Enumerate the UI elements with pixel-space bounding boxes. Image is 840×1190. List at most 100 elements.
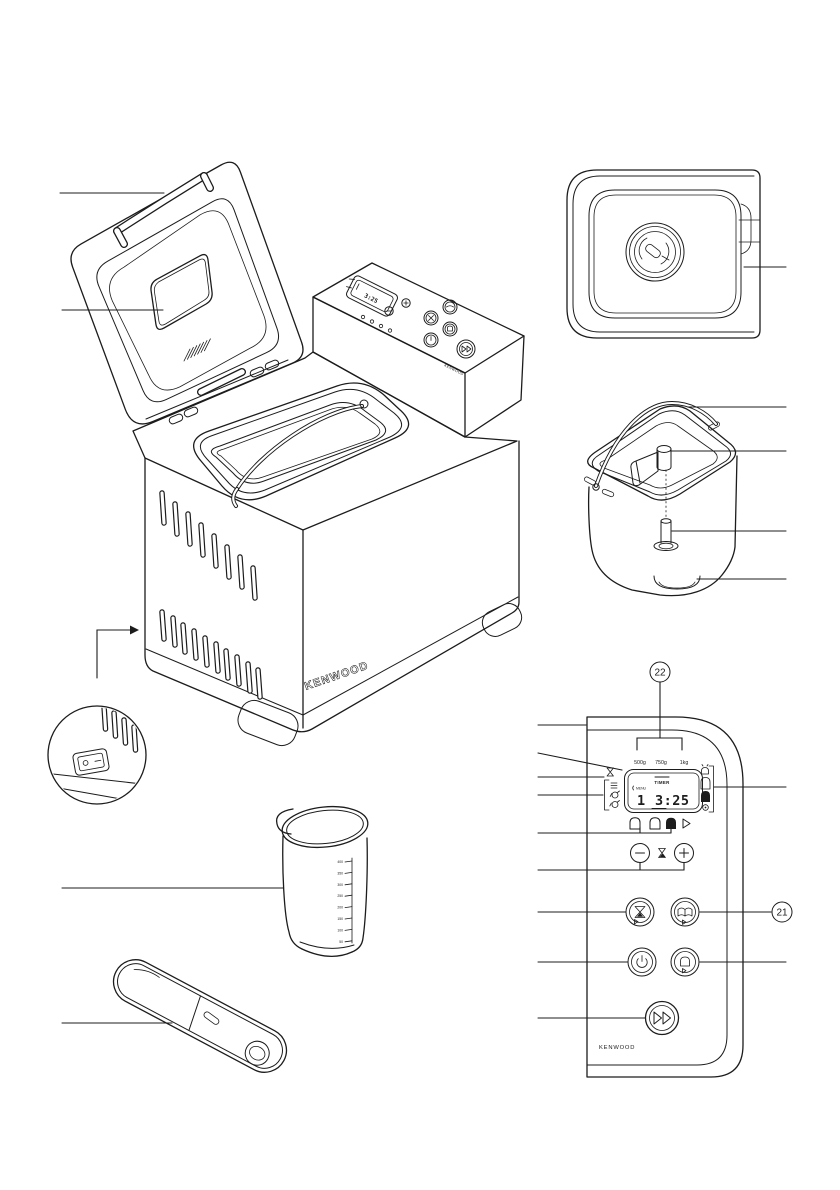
rise-indicator-icon — [609, 790, 620, 799]
bread-maker-figure: KENWOOD 3:25 — [47, 161, 525, 805]
power-switch-detail — [47, 625, 147, 805]
scale-label: 400 — [337, 860, 343, 864]
machine-lid-open — [70, 161, 304, 425]
lcd-display: TIMER MENU 1 3:25 — [624, 769, 703, 813]
hourglass-icon — [658, 848, 666, 858]
machine-body — [144, 440, 520, 733]
machine-foot — [237, 603, 523, 747]
timer-adjust-row — [630, 843, 694, 871]
cup-scale: 400 350 300 250 200 150 100 50 — [337, 857, 353, 944]
loaf-large-icon — [666, 817, 676, 829]
pan-shaft-icon — [653, 518, 679, 551]
status-indicators-left — [604, 767, 620, 811]
loaf-medium-icon — [649, 817, 661, 830]
scale-label: 300 — [337, 883, 343, 887]
pan-handle-in-machine — [231, 399, 369, 508]
bread-pan-figure — [584, 400, 738, 597]
indicator-bracket-left — [604, 779, 610, 811]
loaf-size-button — [670, 947, 700, 977]
menu-digit: 1 — [637, 793, 646, 809]
callout-display — [537, 752, 623, 771]
loaf-icon — [680, 956, 690, 967]
bake-indicator-icon — [609, 800, 620, 808]
pan-coupling — [653, 575, 701, 590]
start-mark-icon — [682, 919, 687, 925]
lid-edge-thickness — [145, 359, 289, 420]
knead-indicator-icon — [610, 782, 618, 789]
spoon-bowl-arc — [133, 969, 160, 978]
cup-spout — [275, 808, 294, 835]
lid-top-view-figure — [566, 169, 761, 339]
mini-indicator-dots — [360, 314, 393, 333]
steam-vent-icon — [625, 222, 685, 282]
baking-chamber-opening — [193, 382, 410, 508]
mini-display-time: 3:25 — [363, 292, 379, 305]
mini-kenwood-label: KENWOOD — [444, 363, 465, 376]
power-icon — [636, 955, 648, 968]
loaf-bracket — [639, 826, 672, 834]
control-panel-figure: 22 500g 750g 1kg TIMER MENU 1 3:25 — [586, 661, 793, 1078]
adjust-bracket — [639, 862, 685, 871]
on-off-switch-icon — [72, 748, 110, 776]
ref-22-label: 22 — [654, 668, 666, 679]
machine-top-deck — [132, 351, 518, 531]
keep-warm-icon — [702, 804, 709, 811]
machine-base-step — [145, 596, 519, 716]
ref-21-label: 21 — [776, 908, 788, 919]
start-mark-icon — [682, 968, 687, 974]
timer-label: TIMER — [654, 780, 670, 785]
viewing-window — [150, 253, 213, 330]
loaf-size-indicators — [629, 817, 691, 834]
measuring-cup-figure: 400 350 300 250 200 150 100 50 — [275, 805, 369, 957]
mini-buttons — [384, 298, 476, 359]
callout-lines — [59, 192, 787, 1024]
lid-vent-slashes — [183, 338, 211, 362]
delay-timer-button — [625, 897, 655, 927]
spoon-slot — [203, 1011, 220, 1025]
status-indicators-right — [700, 764, 714, 813]
lid-notch — [738, 203, 761, 255]
crust-medium-icon — [700, 777, 711, 790]
delay-timer-icon — [606, 767, 614, 777]
ref-21-circle — [771, 901, 793, 923]
measuring-spoon-figure — [112, 959, 288, 1073]
vent-slots-upper — [159, 490, 258, 601]
menu-label: MENU — [636, 787, 647, 791]
scale-label: 350 — [337, 871, 343, 875]
crust-light-icon — [701, 764, 709, 775]
pan-handle — [592, 400, 718, 491]
pan-lugs — [584, 421, 720, 498]
scale-label: 150 — [337, 917, 343, 921]
switch-pointer-arrow — [96, 629, 131, 679]
scale-label: 200 — [337, 906, 343, 910]
fast-forward-icon — [653, 1011, 671, 1025]
hourglass-button-icon — [634, 906, 646, 918]
weight-500g-label: 500g — [634, 760, 646, 766]
scale-label: 50 — [339, 940, 343, 944]
power-button — [627, 947, 657, 977]
kenwood-logo-side: KENWOOD — [303, 660, 370, 693]
start-mark-icon — [634, 919, 639, 925]
crust-dark-icon — [701, 791, 710, 802]
scale-label: 100 — [337, 928, 343, 932]
kneading-blade-icon — [630, 445, 672, 487]
kenwood-logo-panel: KENWOOD — [599, 1045, 635, 1051]
lid-hinges — [168, 359, 280, 425]
scale-label: 250 — [337, 894, 343, 898]
loaf-small-icon — [629, 817, 641, 830]
start-triangle-icon — [682, 818, 691, 829]
book-icon — [677, 907, 693, 917]
spoon-divider — [188, 995, 202, 1031]
alert-mark — [632, 785, 634, 791]
vent-slots-lower — [159, 609, 263, 700]
weight-1kg-label: 1kg — [680, 760, 689, 766]
weight-750g-label: 750g — [655, 760, 667, 766]
arrowhead-icon — [130, 625, 139, 635]
time-digits: 3:25 — [655, 793, 690, 809]
weight-bracket — [636, 681, 683, 751]
menu-button — [670, 897, 700, 927]
rapid-bake-button — [644, 1000, 680, 1036]
indicator-bracket-right — [708, 765, 714, 813]
lid-handle — [113, 172, 214, 248]
